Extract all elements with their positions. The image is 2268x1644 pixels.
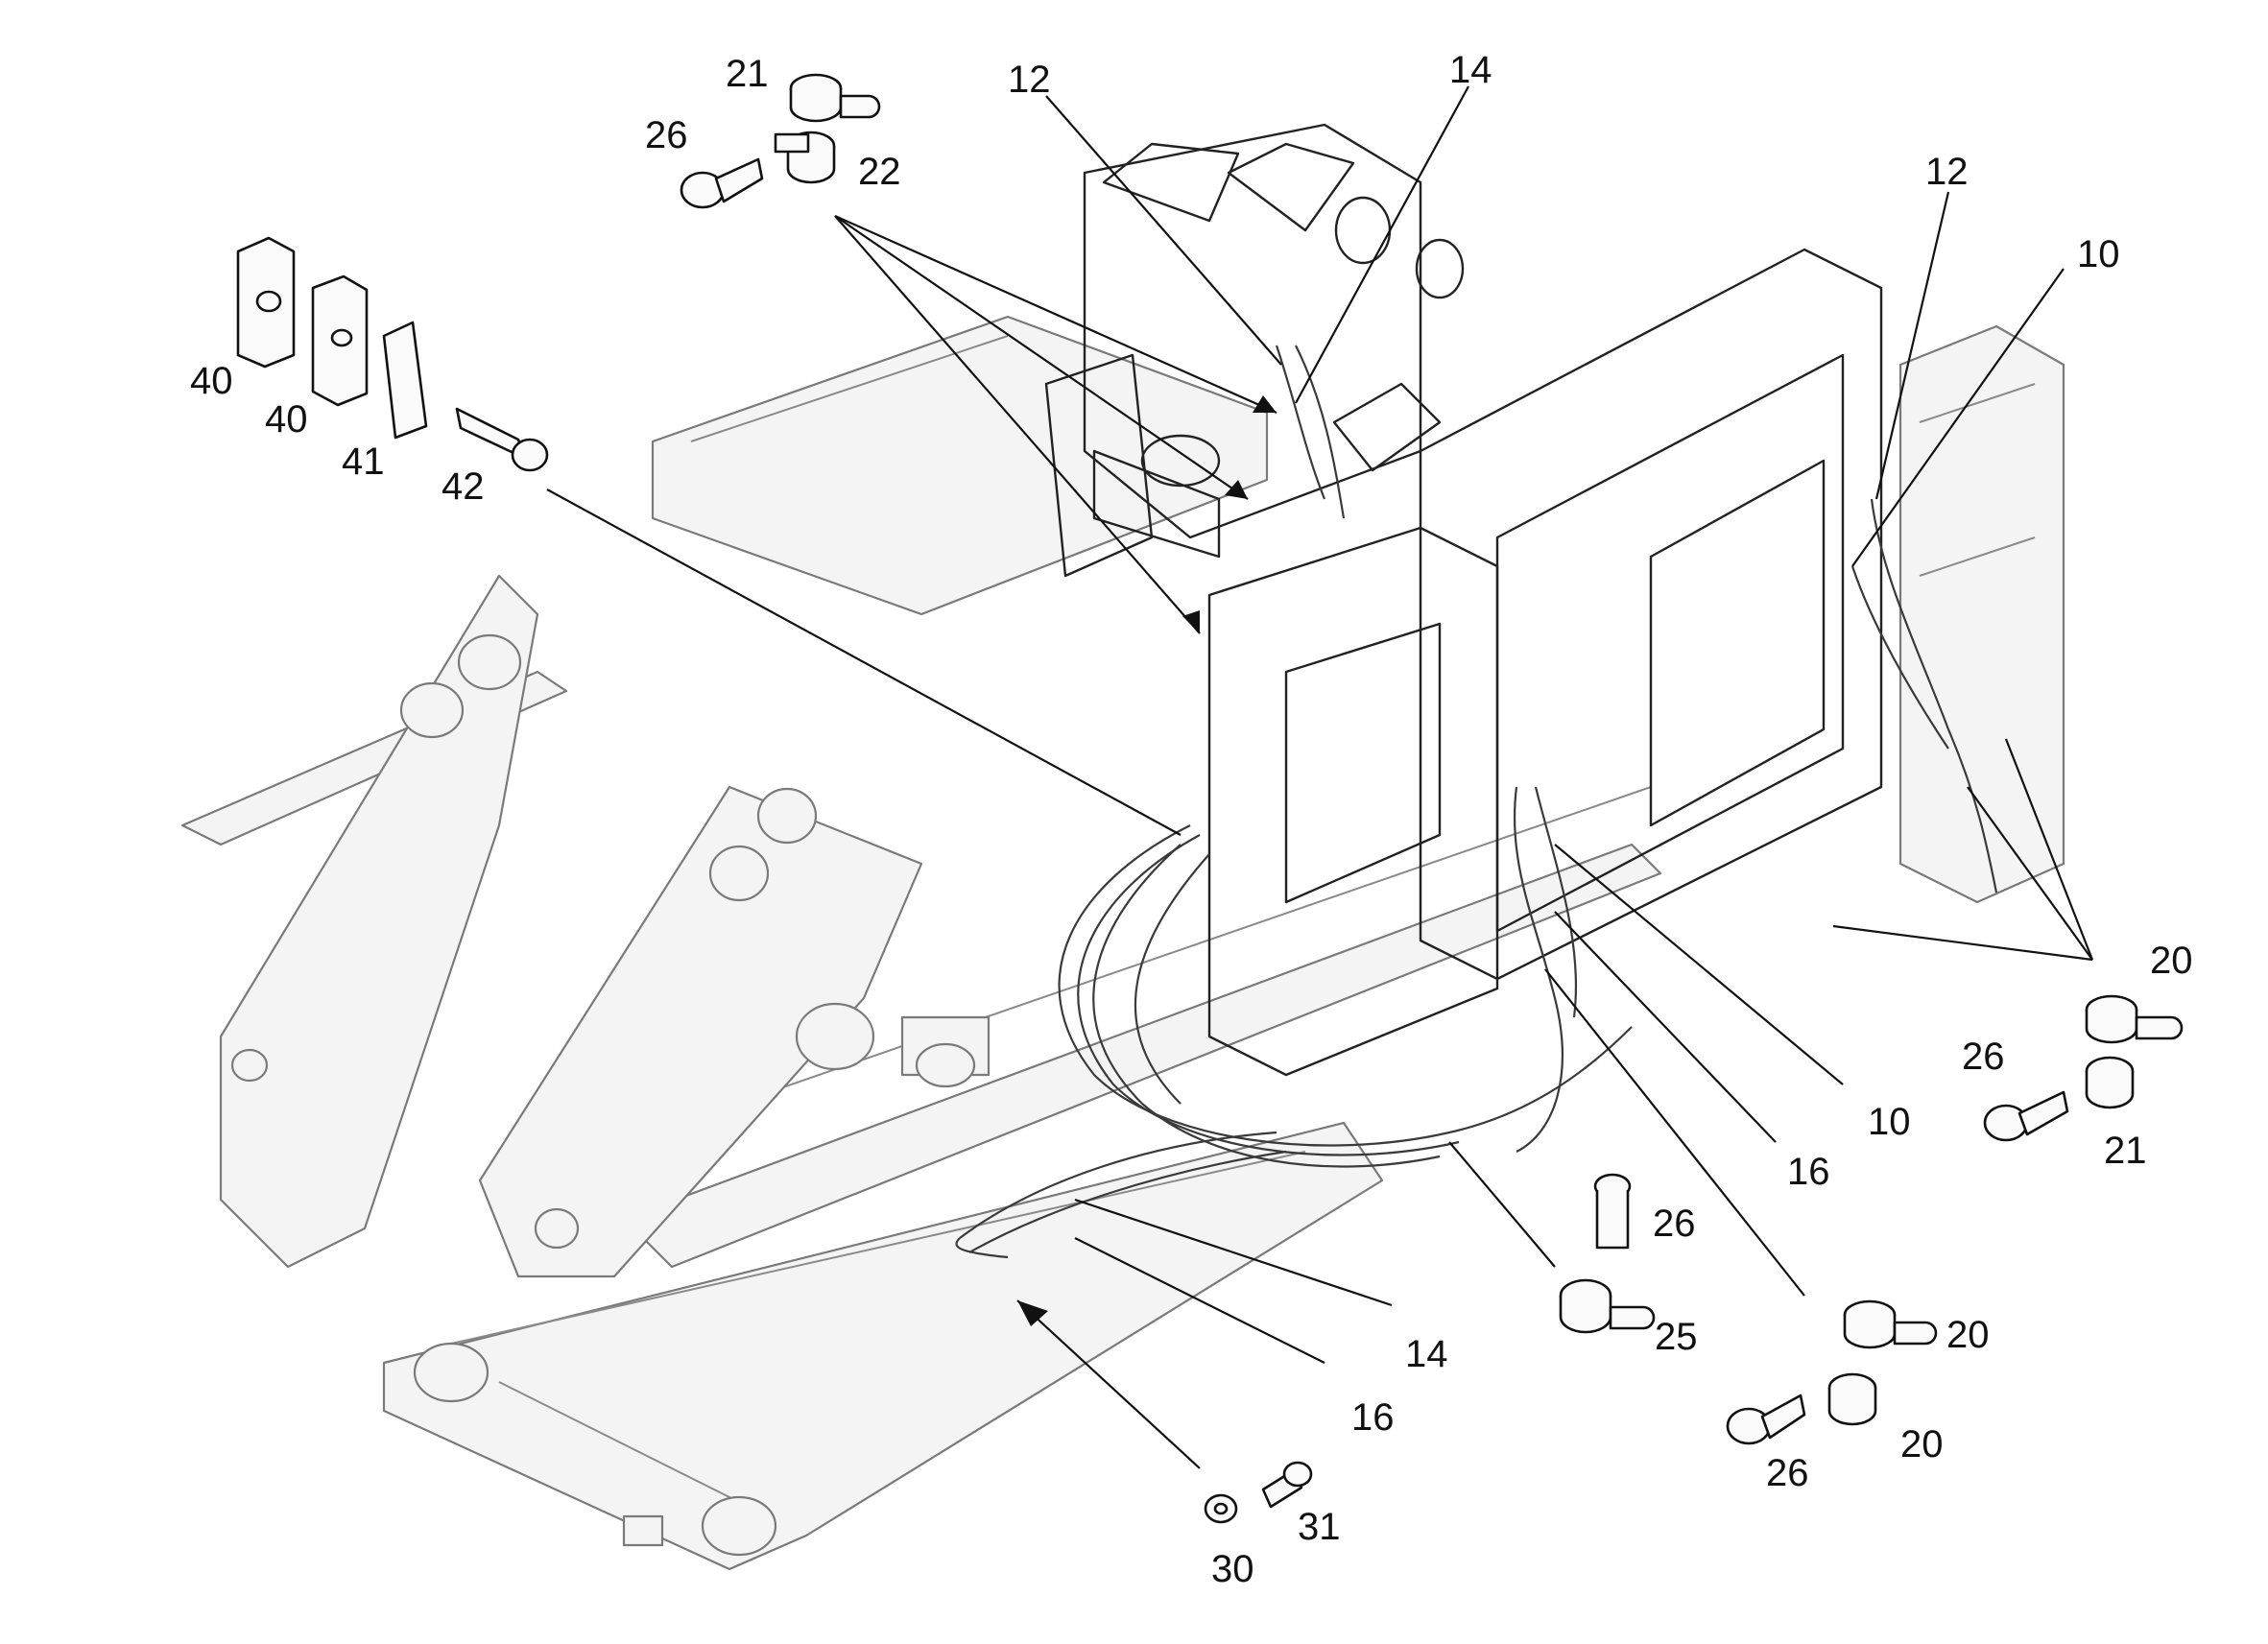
- washer-30: [1204, 1493, 1238, 1524]
- callout-26: 26: [1653, 1203, 1696, 1245]
- clamp-20-bottom-b: [1827, 1372, 1877, 1426]
- engine-assembly: [1044, 123, 1883, 1077]
- leader-lines: [546, 85, 2094, 1469]
- callout-21: 21: [2104, 1130, 2147, 1172]
- callout-12: 12: [1008, 59, 1051, 101]
- block-40-a: [236, 236, 296, 369]
- clamp-20-right: [2085, 994, 2184, 1044]
- clamp-25: [1559, 1278, 1656, 1334]
- clamp-21-right: [2085, 1056, 2135, 1109]
- callout-14: 14: [1405, 1333, 1448, 1375]
- callout-40: 40: [190, 360, 233, 402]
- callout-26: 26: [1962, 1036, 2005, 1078]
- bolt-26-bottom: [1726, 1394, 1806, 1445]
- callout-21: 21: [726, 53, 769, 95]
- callout-20: 20: [2150, 940, 2193, 982]
- callout-26: 26: [1766, 1452, 1809, 1494]
- callout-20: 20: [1900, 1423, 1944, 1465]
- callout-16: 16: [1351, 1396, 1395, 1439]
- callout-31: 31: [1298, 1506, 1341, 1548]
- clamp-21-top: [789, 73, 881, 123]
- callout-12: 12: [1925, 151, 1969, 193]
- callout-30: 30: [1211, 1548, 1254, 1590]
- callout-labels: 21 26 22 12 14 12 10 40 40 41 42 20 26 2…: [190, 49, 2193, 1590]
- bolt-26-right: [1983, 1090, 2069, 1142]
- hose-lines: [955, 345, 1998, 1259]
- callout-41: 41: [342, 441, 385, 483]
- bolt-31: [1261, 1461, 1313, 1509]
- callout-40: 40: [265, 398, 308, 441]
- callout-10: 10: [2077, 233, 2120, 275]
- bolt-42: [455, 407, 549, 472]
- callout-25: 25: [1655, 1316, 1698, 1358]
- callout-26: 26: [645, 114, 688, 156]
- bolt-26-top: [680, 157, 764, 209]
- callout-22: 22: [858, 151, 901, 193]
- callout-10: 10: [1868, 1101, 1911, 1143]
- callout-20: 20: [1946, 1314, 1990, 1356]
- bolt-26-center: [1593, 1173, 1632, 1250]
- callout-42: 42: [442, 465, 485, 508]
- callout-14: 14: [1449, 49, 1492, 91]
- block-40-b: [311, 274, 369, 407]
- plate-41: [382, 321, 428, 440]
- clamp-20-bottom-a: [1843, 1299, 1938, 1349]
- clamp-22-top: [774, 131, 836, 184]
- chassis-frame: [180, 315, 2065, 1571]
- callout-16: 16: [1787, 1151, 1830, 1193]
